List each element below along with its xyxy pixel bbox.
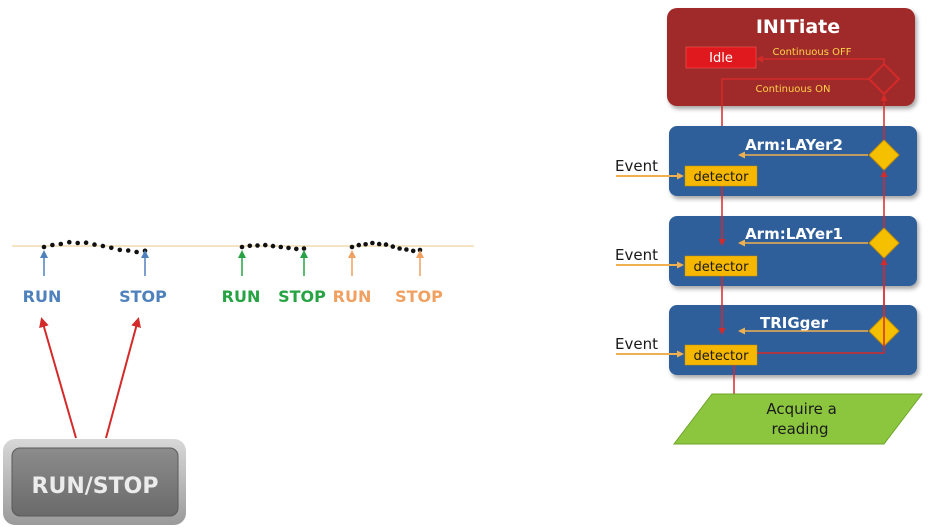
run-stop-key[interactable]: RUN/STOP bbox=[3, 439, 186, 525]
sample-dot bbox=[383, 242, 389, 247]
arm-layer1-title: Arm:LAYer1 bbox=[745, 225, 843, 243]
detector-trigger bbox=[684, 344, 758, 366]
sample-dot bbox=[41, 244, 47, 250]
sample-dot bbox=[263, 242, 268, 248]
sample-dot bbox=[92, 242, 97, 247]
trigger-title: TRIGger bbox=[760, 314, 829, 332]
acquire-label: Acquire a reading bbox=[766, 400, 841, 438]
continuous-on-label: Continuous ON bbox=[755, 84, 830, 95]
signal-timeline: RUN STOP RUN STOP RUN STOP bbox=[12, 239, 474, 306]
run-marker-2-head bbox=[238, 250, 246, 258]
sample-dot bbox=[356, 242, 362, 248]
continuous-off-path bbox=[756, 55, 885, 64]
stop-marker-2-head bbox=[300, 250, 308, 258]
sample-dot bbox=[278, 244, 284, 250]
sample-dot bbox=[410, 248, 416, 254]
stop-marker-3-head bbox=[416, 250, 424, 258]
event-label-layer2: Event bbox=[615, 157, 658, 175]
detector-layer1 bbox=[684, 255, 758, 277]
sample-dot bbox=[247, 243, 253, 249]
sample-dot bbox=[376, 241, 382, 247]
sample-dot bbox=[83, 240, 89, 245]
stop-label-2: STOP bbox=[278, 287, 326, 306]
detector-layer2 bbox=[684, 165, 758, 187]
key-label: RUN/STOP bbox=[32, 474, 159, 499]
run-marker-3-head bbox=[348, 250, 356, 258]
sample-dot bbox=[294, 246, 299, 252]
event-label-layer1: Event bbox=[615, 246, 658, 264]
stop-marker-1-head bbox=[141, 250, 149, 258]
sample-dot bbox=[125, 248, 131, 253]
sample-dot bbox=[370, 240, 375, 246]
stop-label-3: STOP bbox=[395, 287, 443, 306]
key-arrow-stop bbox=[105, 317, 141, 439]
sample-dot bbox=[58, 241, 64, 247]
sample-dot bbox=[390, 244, 396, 249]
run-marker-1-head bbox=[40, 250, 48, 258]
sample-dot bbox=[404, 247, 409, 252]
detector-label-layer1: detector bbox=[694, 260, 750, 275]
sample-dot bbox=[100, 243, 106, 249]
sample-dot bbox=[50, 242, 55, 248]
run-label-2: RUN bbox=[222, 287, 261, 306]
initiate-block bbox=[667, 8, 915, 106]
sample-dot bbox=[363, 242, 368, 247]
sample-dot bbox=[75, 240, 80, 246]
run-label-1: RUN bbox=[23, 287, 62, 306]
detector-label-layer2: detector bbox=[694, 170, 750, 185]
sample-dot bbox=[109, 245, 114, 251]
arm-layer2-title: Arm:LAYer2 bbox=[745, 136, 843, 154]
sample-dot bbox=[397, 246, 402, 251]
sample-dot bbox=[67, 239, 72, 245]
sample-dot bbox=[134, 249, 139, 255]
run-label-3: RUN bbox=[333, 287, 372, 306]
sample-dot bbox=[349, 244, 355, 250]
sample-dot bbox=[286, 245, 291, 251]
sample-dot bbox=[117, 247, 123, 253]
idle-label: Idle bbox=[709, 51, 733, 66]
stop-label-1: STOP bbox=[119, 287, 167, 306]
initiate-title: INITiate bbox=[756, 16, 840, 38]
key-face bbox=[11, 447, 179, 517]
event-label-trigger: Event bbox=[615, 335, 658, 353]
sample-dot bbox=[301, 246, 307, 251]
trigger-flow-diagram: INITiate Idle Continuous OFF Continuous … bbox=[615, 8, 924, 445]
continuous-off-label: Continuous OFF bbox=[772, 47, 851, 58]
detector-label-trigger: detector bbox=[694, 349, 750, 364]
sample-dots bbox=[41, 239, 423, 255]
sample-dot bbox=[270, 243, 276, 249]
sample-dot bbox=[255, 243, 260, 248]
sample-dot bbox=[239, 244, 245, 250]
key-arrow-run bbox=[39, 317, 77, 439]
acquire-reading-block bbox=[672, 393, 924, 445]
